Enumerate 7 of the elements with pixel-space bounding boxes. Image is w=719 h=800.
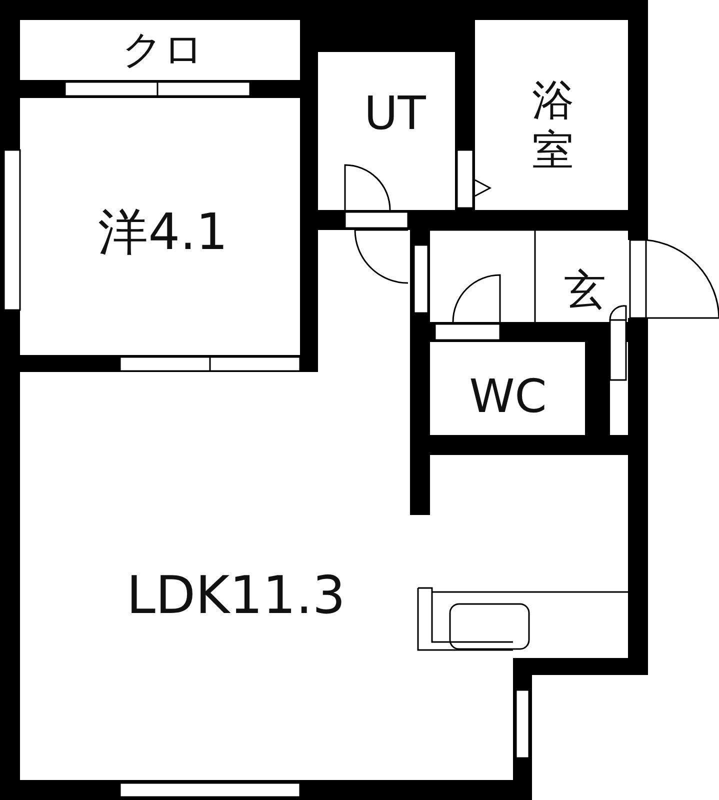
room-label: UT [364, 90, 426, 136]
room-label: 浴室 [531, 76, 575, 176]
room-label: LDK11.3 [126, 570, 346, 622]
room-label: 玄 [564, 269, 606, 311]
room-label: クロ [122, 30, 204, 70]
room-label: 洋4.1 [98, 207, 228, 257]
room-label: WC [469, 373, 547, 419]
